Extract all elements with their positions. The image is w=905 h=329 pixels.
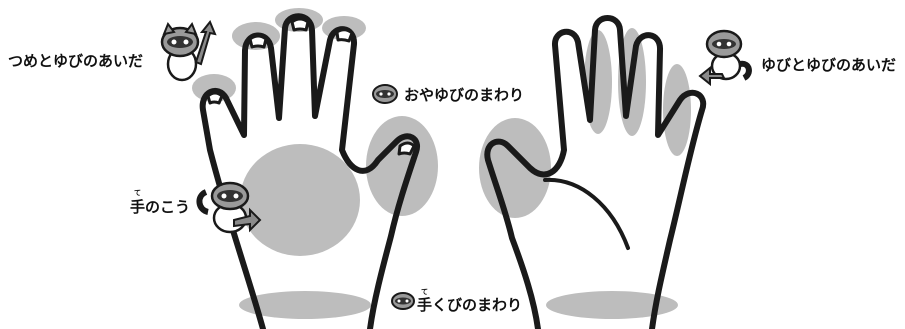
mascot-eye-right — [387, 92, 391, 96]
nail-index — [335, 28, 354, 43]
mascot-mask — [395, 297, 411, 305]
arrow-icon — [233, 207, 262, 233]
furigana-wrist: て — [421, 288, 428, 296]
right-hand — [484, 15, 707, 329]
mascot-mask — [712, 39, 736, 49]
mascot-eye-right — [233, 193, 239, 199]
mascot-eye-left — [379, 92, 383, 96]
mascot-eye-right — [405, 299, 409, 303]
raccoon-mascot-back — [196, 181, 262, 234]
mascot-ear-right — [184, 21, 198, 36]
furigana-back: て — [134, 189, 141, 197]
mascot-mask — [167, 36, 193, 48]
left-hand — [199, 13, 421, 329]
thumb-highlight-left — [366, 116, 438, 216]
raccoon-mascot-between — [698, 29, 752, 87]
raccoon-mascot-wrist — [391, 292, 415, 310]
mascot-mask — [376, 90, 394, 98]
raccoon-mascot-thumb — [372, 84, 398, 104]
back-of-hand-highlight — [240, 144, 360, 256]
mascot-eye-left — [221, 193, 227, 199]
mascot-eye-left — [171, 39, 177, 45]
label-back: 手のこう — [130, 198, 191, 216]
wrist-highlight-right — [546, 291, 678, 319]
wrist-highlight-left — [239, 291, 371, 319]
mascot-ear-left — [162, 21, 176, 36]
mascot-mask — [217, 190, 243, 202]
right-hand-outline — [484, 15, 707, 329]
nail-thumb — [397, 141, 416, 156]
mascot-eye-left — [716, 41, 722, 47]
left-hand-nails — [206, 17, 416, 156]
palm-crease — [543, 177, 630, 250]
raccoon-mascot-nails — [160, 20, 217, 82]
label-between-fingers: ゆびとゆびのあいだ — [761, 56, 897, 74]
nail-middle — [290, 17, 310, 32]
arrow-icon — [194, 20, 217, 66]
highlight-regions — [192, 8, 691, 319]
nail-pinky — [206, 91, 224, 105]
left-hand-outline — [199, 13, 421, 329]
mascot-tail — [196, 189, 210, 215]
nail-ring — [248, 34, 268, 49]
mascot-eye-right — [726, 41, 732, 47]
label-nails: つめとゆびのあいだ — [8, 52, 144, 70]
mascot-eye-left — [397, 299, 401, 303]
label-thumb: おやゆびのまわり — [404, 86, 525, 104]
label-wrist: 手くびのまわり — [417, 296, 523, 314]
mascot-eye-right — [183, 39, 189, 45]
mascot-tail — [739, 60, 752, 81]
arrow-icon — [698, 65, 726, 87]
